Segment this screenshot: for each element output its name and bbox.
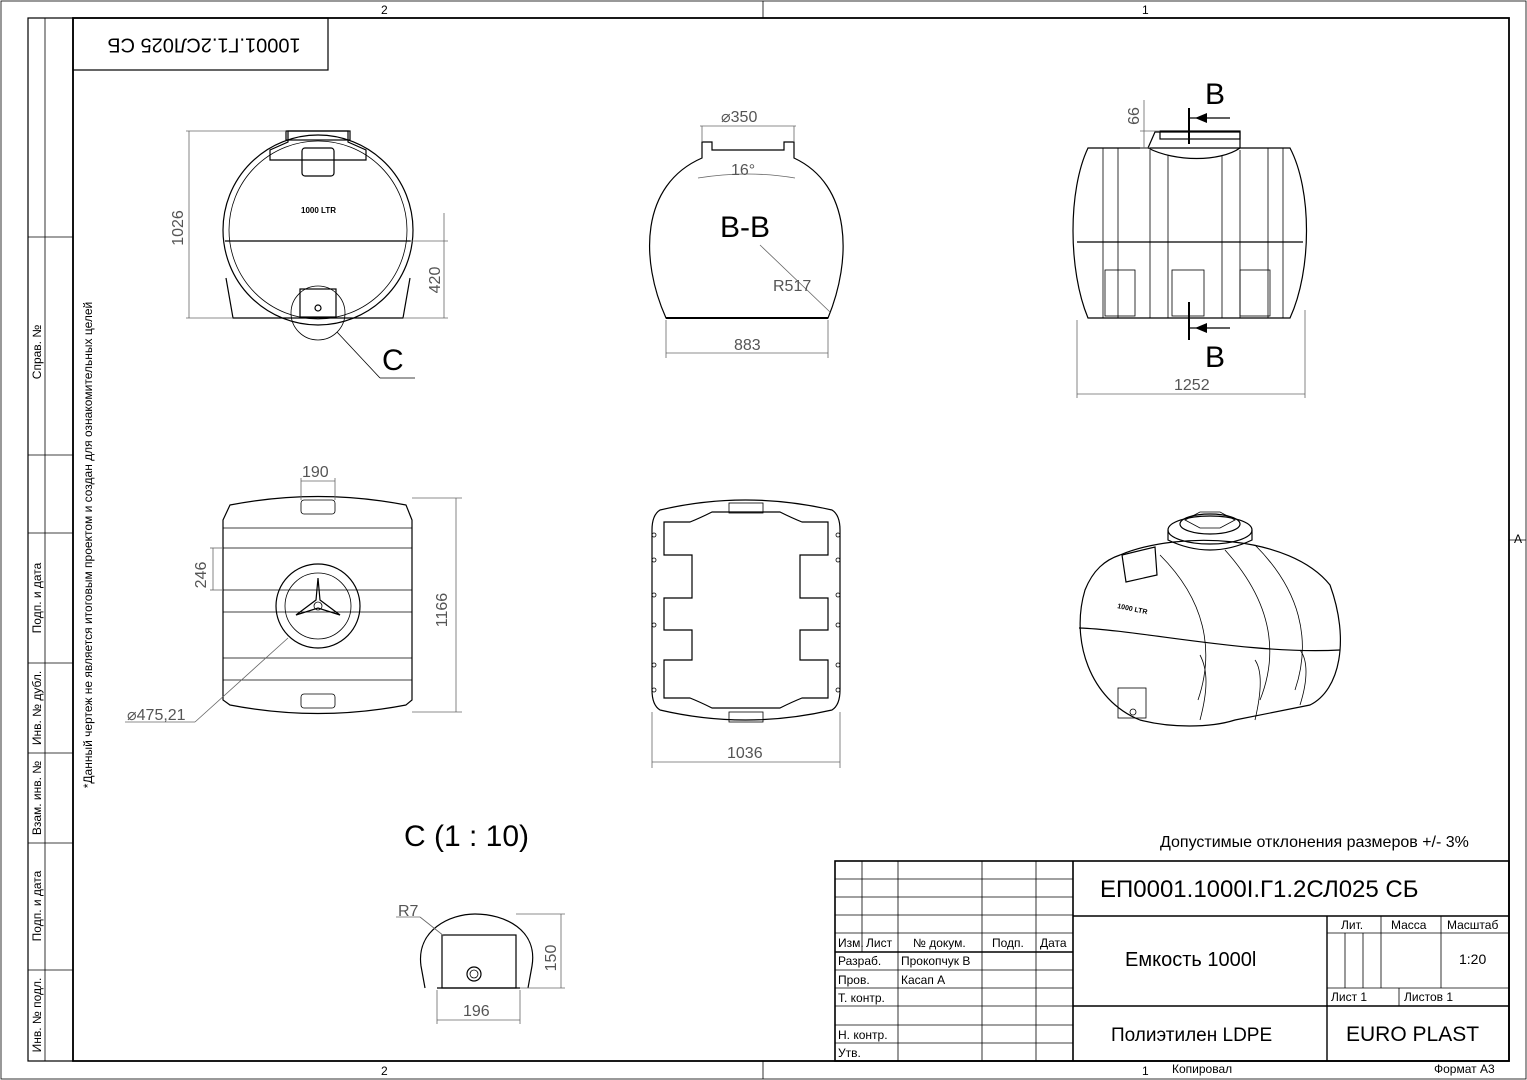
tb-sign: Подп. bbox=[992, 936, 1024, 950]
side-stamp-column bbox=[27, 17, 74, 1062]
tb-copied: Копировал bbox=[1172, 1062, 1232, 1076]
tb-scale: 1:20 bbox=[1459, 951, 1486, 967]
detail-height: 150 bbox=[543, 945, 560, 972]
tb-date: Дата bbox=[1040, 936, 1067, 950]
section-diameter: ⌀350 bbox=[721, 109, 757, 126]
iso-tank-label: 1000 LTR bbox=[1117, 603, 1148, 616]
stamp-inv-dubl: Инв. № дубл. bbox=[30, 671, 44, 745]
tb-designation: ЕП0001.1000I.Г1.2СЛ025 СБ bbox=[1100, 876, 1418, 903]
iso-view: 1000 LTR bbox=[1078, 511, 1341, 727]
side-length: 1252 bbox=[1174, 377, 1210, 394]
zone-label-top-left: 2 bbox=[381, 3, 388, 17]
front-tank-label: 1000 LTR bbox=[301, 206, 336, 215]
side-note: *Данный чертеж не является итоговым прое… bbox=[81, 302, 95, 788]
section-angle: 16° bbox=[731, 162, 755, 179]
detail-width: 196 bbox=[463, 1003, 490, 1020]
tb-role-razrab: Разраб. bbox=[838, 954, 881, 968]
stamp-sprav: Справ. № bbox=[30, 325, 44, 380]
top-length: 1166 bbox=[434, 593, 451, 628]
tb-name: Емкость 1000l bbox=[1125, 949, 1256, 971]
tb-sheets: Листов 1 bbox=[1404, 990, 1453, 1004]
tb-person-prov: Касап А bbox=[901, 973, 945, 987]
section-title: B-B bbox=[720, 211, 770, 244]
tb-role-prov: Пров. bbox=[838, 973, 870, 987]
stamp-podp-data-1: Подп. и дата bbox=[30, 562, 44, 633]
title-block: Изм. Лист № докум. Подп. Дата Разраб. Пр… bbox=[834, 860, 1510, 1076]
zone-label-bottom-left: 2 bbox=[381, 1064, 388, 1078]
section-width: 883 bbox=[734, 337, 761, 354]
detail-c-circle bbox=[290, 285, 346, 341]
top-width-dim: 190 bbox=[302, 464, 329, 481]
tolerance-note: Допустимые отклонения размеров +/- 3% bbox=[1160, 834, 1469, 851]
side-neck-dim: 66 bbox=[1126, 107, 1143, 125]
section-bb-view: ⌀350 16° B-B R517 883 bbox=[648, 109, 844, 358]
zone-label-top-right: 1 bbox=[1142, 3, 1149, 17]
detail-radius: R7 bbox=[398, 903, 419, 920]
tb-company: EURO PLAST bbox=[1346, 1023, 1479, 1046]
tb-izm: Изм. bbox=[838, 936, 864, 950]
tb-list: Лист bbox=[866, 936, 893, 950]
front-view: 1000 LTR C 1026 420 bbox=[170, 130, 448, 379]
tb-role-tkontr: Т. контр. bbox=[838, 991, 885, 1005]
tb-format: Формат А3 bbox=[1434, 1062, 1495, 1076]
tb-material: Полиэтилен LDPE bbox=[1111, 1025, 1272, 1046]
tb-doc: № докум. bbox=[913, 936, 966, 950]
front-lower-dim: 420 bbox=[427, 267, 444, 294]
stamp-podp-data-2: Подп. и дата bbox=[30, 870, 44, 941]
cut-label-bottom: B bbox=[1205, 341, 1225, 374]
tb-person-razrab: Прокопчук В bbox=[901, 954, 970, 968]
stamp-inv-podl: Инв. № подл. bbox=[30, 978, 44, 1053]
top-lid-diameter: ⌀475,21 bbox=[127, 707, 186, 724]
tb-role-utv: Утв. bbox=[838, 1046, 861, 1060]
bottom-view: 1036 bbox=[651, 499, 841, 768]
detail-callout-c: C bbox=[382, 344, 404, 377]
drawing-frame bbox=[72, 17, 1510, 1062]
tb-massa: Масса bbox=[1391, 918, 1427, 932]
front-height-dim: 1026 bbox=[170, 210, 187, 246]
tb-masshtab: Масштаб bbox=[1447, 918, 1498, 932]
cut-label-top: B bbox=[1205, 78, 1225, 111]
tb-lit: Лит. bbox=[1341, 918, 1363, 932]
section-radius: R517 bbox=[773, 278, 811, 295]
bottom-width: 1036 bbox=[727, 745, 763, 762]
top-band-dim: 246 bbox=[193, 562, 210, 589]
stamp-vzam-inv: Взам. инв. № bbox=[30, 761, 44, 835]
side-view: B B 66 1252 bbox=[1072, 78, 1308, 398]
upside-code: 10001.Г1.2СЛ025 СБ bbox=[107, 34, 300, 56]
detail-c-view: C (1 : 10) R7 150 196 bbox=[396, 820, 565, 1024]
top-view: 190 246 1166 ⌀475,21 bbox=[125, 464, 462, 724]
tb-sheet: Лист 1 bbox=[1331, 990, 1367, 1004]
tb-role-nkontr: Н. контр. bbox=[838, 1028, 888, 1042]
zone-label-right: A bbox=[1514, 532, 1522, 546]
zone-label-bottom-right: 1 bbox=[1142, 1064, 1149, 1078]
detail-title: C (1 : 10) bbox=[404, 820, 529, 853]
